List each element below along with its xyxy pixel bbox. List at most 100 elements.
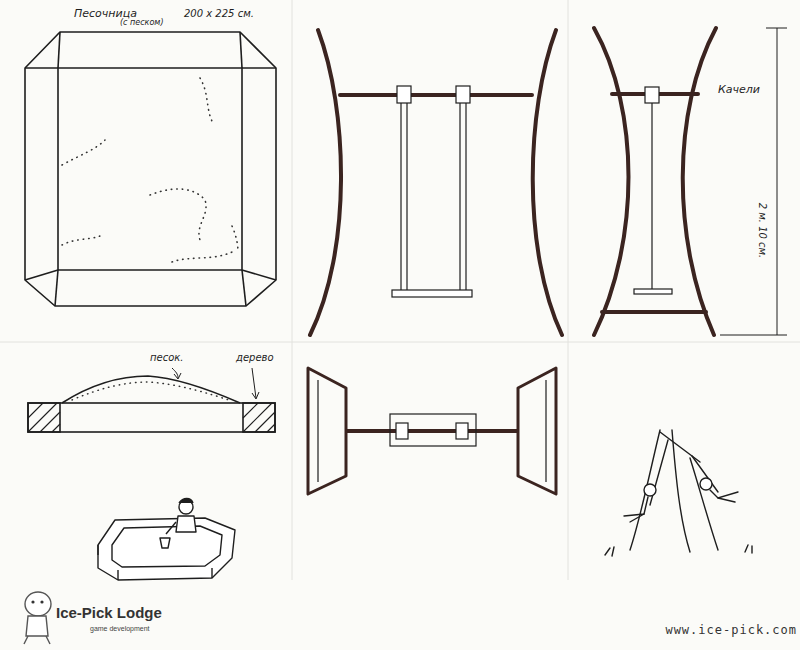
swing-title: Качели bbox=[718, 84, 760, 96]
guide-line bbox=[292, 0, 293, 580]
dimension-label: 200 x 225 см. bbox=[184, 8, 254, 19]
hatch-line bbox=[28, 403, 57, 432]
swing-top bbox=[308, 368, 556, 494]
hatch-line bbox=[243, 403, 258, 418]
dimension-tick bbox=[766, 28, 787, 29]
leader-line bbox=[172, 368, 178, 378]
guide-line bbox=[568, 0, 569, 580]
hatch-line bbox=[255, 412, 275, 432]
logo-legs bbox=[24, 636, 50, 644]
leader-lines bbox=[172, 368, 259, 399]
swing-seat bbox=[392, 290, 472, 297]
hatch-line bbox=[40, 412, 60, 432]
sand-bucket bbox=[160, 538, 170, 548]
kid-body bbox=[624, 497, 648, 516]
leader-arrow bbox=[174, 373, 181, 379]
logo-eye bbox=[31, 600, 34, 603]
sketch-box-outer bbox=[98, 518, 235, 580]
swing-hanger bbox=[456, 86, 470, 103]
swing-front-parts bbox=[392, 86, 472, 297]
sketch-rope bbox=[692, 456, 718, 492]
sandbox-plan bbox=[25, 32, 276, 306]
dimension-tick bbox=[720, 335, 787, 336]
sketch-edge bbox=[117, 570, 118, 580]
swing-leg bbox=[683, 28, 716, 335]
bevel-line bbox=[25, 270, 58, 280]
sandbox-outer bbox=[25, 32, 276, 306]
sand-dots bbox=[172, 250, 236, 262]
bevel-line bbox=[25, 67, 58, 69]
swing-seat bbox=[390, 414, 476, 446]
bevel-line bbox=[240, 32, 242, 68]
swing-post bbox=[533, 30, 562, 335]
kid-body bbox=[710, 490, 738, 498]
child-hair bbox=[179, 499, 193, 504]
section-frame bbox=[28, 403, 275, 432]
part-label: песок. bbox=[150, 352, 184, 363]
hatch-line bbox=[52, 424, 60, 432]
kid-head bbox=[700, 478, 712, 490]
child-body bbox=[176, 516, 196, 532]
sand-dots bbox=[200, 78, 214, 125]
sketch-edge bbox=[211, 568, 212, 578]
swing-rope bbox=[651, 103, 652, 289]
swing-seat bbox=[634, 289, 672, 294]
sand-mound bbox=[62, 376, 240, 403]
swing-rope bbox=[400, 103, 401, 290]
logo-figure bbox=[24, 592, 51, 644]
swing-hanger bbox=[396, 423, 408, 439]
swing-end-frame bbox=[308, 368, 346, 494]
kid-head bbox=[644, 484, 656, 496]
sandbox-sketch bbox=[98, 499, 235, 581]
swing-top-parts bbox=[318, 380, 546, 482]
hatch-line bbox=[28, 403, 43, 418]
swing-post bbox=[310, 30, 341, 335]
bevel-line bbox=[242, 270, 276, 280]
grass-tuft bbox=[605, 545, 752, 556]
dimension-line bbox=[720, 28, 787, 335]
watermark-url: www.ice-pick.com bbox=[665, 624, 797, 637]
swing-end-frame bbox=[518, 368, 556, 494]
sand-dots bbox=[62, 236, 100, 245]
swing-leg bbox=[594, 28, 629, 335]
sand-dots bbox=[232, 226, 238, 252]
sandbox-note: (с песком) bbox=[120, 19, 164, 28]
dimension-line bbox=[777, 28, 778, 335]
wood-hatch bbox=[28, 403, 275, 432]
swing-side-parts bbox=[634, 87, 672, 294]
wood-block bbox=[243, 403, 275, 432]
guide-line bbox=[0, 342, 800, 343]
bevel-line bbox=[55, 270, 58, 306]
bevel-line bbox=[242, 67, 276, 69]
swing-hanger bbox=[645, 87, 659, 103]
logo-eye bbox=[40, 600, 43, 603]
sketch-leg bbox=[630, 430, 660, 550]
swing-rope bbox=[406, 103, 407, 290]
frame-inner-line bbox=[545, 380, 546, 482]
part-label: дерево bbox=[236, 352, 274, 363]
swing-crossbar bbox=[346, 429, 518, 433]
panel-guides bbox=[0, 0, 800, 580]
sandbox-inner bbox=[58, 68, 242, 270]
swing-sketch bbox=[605, 430, 752, 556]
child-arm bbox=[166, 522, 176, 534]
sketch-edge bbox=[97, 545, 98, 555]
swing-rope bbox=[459, 103, 460, 290]
logo-subtitle: game development bbox=[90, 625, 150, 633]
swing-hanger bbox=[397, 86, 411, 103]
frame-inner-line bbox=[317, 380, 318, 482]
sand-dots bbox=[72, 382, 232, 401]
swing-crossbar bbox=[340, 93, 532, 97]
logo-head bbox=[25, 592, 51, 616]
sandbox-section bbox=[28, 376, 275, 432]
hatch-line bbox=[243, 403, 272, 432]
dimension-label: 2 м. 10 см. bbox=[757, 202, 768, 258]
logo-text: Ice-Pick Lodge bbox=[56, 605, 162, 622]
swing-bottom-tie bbox=[602, 310, 706, 314]
leader-arrow bbox=[252, 392, 259, 399]
kid-leg bbox=[718, 498, 735, 502]
bevel-line bbox=[242, 270, 246, 306]
wood-block bbox=[28, 403, 60, 432]
sand-dots bbox=[62, 78, 238, 262]
